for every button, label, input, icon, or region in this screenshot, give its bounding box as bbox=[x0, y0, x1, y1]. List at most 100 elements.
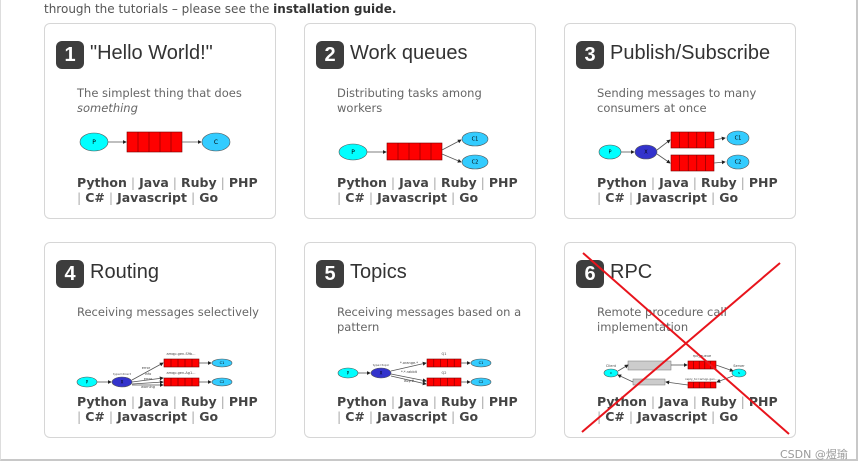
tutorial-link-go[interactable]: Go bbox=[719, 190, 739, 205]
link-separator: | bbox=[432, 175, 438, 190]
language-links: Python|Java|Ruby|PHP|C#|Javascript|Go bbox=[597, 394, 778, 424]
tutorial-link-csharp[interactable]: C# bbox=[345, 409, 365, 424]
tutorial-link-java[interactable]: Java bbox=[399, 175, 429, 190]
svg-text:C1: C1 bbox=[472, 137, 479, 143]
tutorial-description: The simplest thing that does something bbox=[77, 86, 267, 116]
tutorial-link-java[interactable]: Java bbox=[659, 394, 689, 409]
tutorial-link-ruby[interactable]: Ruby bbox=[701, 175, 737, 190]
link-separator: | bbox=[390, 394, 396, 409]
tutorial-link-python[interactable]: Python bbox=[597, 394, 647, 409]
tutorial-link-csharp[interactable]: C# bbox=[85, 409, 105, 424]
watermark: CSDN @煜瑜 bbox=[780, 448, 848, 461]
step-number-badge: 5 bbox=[316, 260, 344, 288]
link-separator: | bbox=[77, 409, 82, 424]
svg-text:C: C bbox=[610, 371, 612, 375]
tutorial-link-php[interactable]: PHP bbox=[228, 175, 258, 190]
step-number-badge: 4 bbox=[56, 260, 84, 288]
tutorial-link-javascript[interactable]: Javascript bbox=[377, 409, 447, 424]
tutorial-title[interactable]: Topics bbox=[350, 261, 407, 283]
link-separator: | bbox=[480, 394, 485, 409]
description-text: Distributing tasks among workers bbox=[337, 86, 482, 115]
tutorial-link-php[interactable]: PHP bbox=[488, 175, 518, 190]
tutorial-link-go[interactable]: Go bbox=[199, 190, 219, 205]
tutorial-link-ruby[interactable]: Ruby bbox=[181, 394, 217, 409]
tutorial-link-php[interactable]: PHP bbox=[748, 394, 778, 409]
tutorial-link-php[interactable]: PHP bbox=[488, 394, 518, 409]
tutorial-link-java[interactable]: Java bbox=[399, 394, 429, 409]
link-separator: | bbox=[650, 394, 656, 409]
link-separator: | bbox=[451, 190, 456, 205]
tutorial-link-javascript[interactable]: Javascript bbox=[637, 190, 707, 205]
tutorial-link-csharp[interactable]: C# bbox=[605, 409, 625, 424]
tutorial-title[interactable]: Publish/Subscribe bbox=[610, 42, 771, 64]
tutorial-link-javascript[interactable]: Javascript bbox=[377, 190, 447, 205]
tutorial-link-java[interactable]: Java bbox=[659, 175, 689, 190]
tutorial-title[interactable]: Routing bbox=[90, 261, 159, 283]
link-separator: | bbox=[451, 409, 456, 424]
link-separator: | bbox=[692, 394, 698, 409]
link-separator: | bbox=[628, 409, 634, 424]
tutorial-link-go[interactable]: Go bbox=[199, 409, 219, 424]
svg-text:*.orange.*: *.orange.* bbox=[400, 361, 418, 365]
tutorial-description: Receiving messages based on a pattern bbox=[337, 305, 527, 335]
tutorial-title[interactable]: Work queues bbox=[350, 42, 468, 64]
tutorial-link-python[interactable]: Python bbox=[337, 175, 387, 190]
link-separator: | bbox=[337, 409, 342, 424]
tutorial-link-go[interactable]: Go bbox=[459, 409, 479, 424]
tutorial-link-javascript[interactable]: Javascript bbox=[117, 190, 187, 205]
installation-guide-link[interactable]: installation guide. bbox=[273, 2, 397, 16]
svg-text:C1: C1 bbox=[735, 136, 742, 142]
link-separator: | bbox=[130, 175, 136, 190]
description-text: Receiving messages selectively bbox=[77, 305, 259, 319]
svg-text:Q2: Q2 bbox=[442, 371, 447, 375]
tutorial-link-python[interactable]: Python bbox=[77, 175, 127, 190]
svg-text:X: X bbox=[380, 370, 383, 375]
tutorial-link-php[interactable]: PHP bbox=[228, 394, 258, 409]
tutorial-link-csharp[interactable]: C# bbox=[85, 190, 105, 205]
tutorial-link-ruby[interactable]: Ruby bbox=[441, 175, 477, 190]
svg-text:lazy.#: lazy.# bbox=[404, 379, 415, 383]
svg-text:C2: C2 bbox=[735, 160, 742, 166]
tutorial-title[interactable]: RPC bbox=[610, 261, 653, 283]
tutorial-description: Distributing tasks among workers bbox=[337, 86, 527, 116]
tutorial-link-csharp[interactable]: C# bbox=[605, 190, 625, 205]
intro-sentence: through the tutorials – please see the bbox=[44, 2, 274, 16]
link-separator: | bbox=[432, 394, 438, 409]
svg-text:C1: C1 bbox=[479, 361, 484, 365]
tutorial-link-ruby[interactable]: Ruby bbox=[181, 175, 217, 190]
link-separator: | bbox=[628, 190, 634, 205]
link-separator: | bbox=[650, 175, 656, 190]
tutorial-link-ruby[interactable]: Ruby bbox=[441, 394, 477, 409]
tutorial-link-javascript[interactable]: Javascript bbox=[637, 409, 707, 424]
link-separator: | bbox=[368, 409, 374, 424]
tutorial-description: Sending messages to many consumers at on… bbox=[597, 86, 787, 116]
link-separator: | bbox=[597, 409, 602, 424]
tutorial-link-csharp[interactable]: C# bbox=[345, 190, 365, 205]
tutorial-link-go[interactable]: Go bbox=[459, 190, 479, 205]
svg-text:error: error bbox=[142, 366, 151, 370]
tutorial-link-java[interactable]: Java bbox=[139, 394, 169, 409]
tutorial-link-python[interactable]: Python bbox=[77, 394, 127, 409]
tutorial-link-go[interactable]: Go bbox=[719, 409, 739, 424]
svg-text:Q1: Q1 bbox=[442, 352, 447, 356]
tutorial-link-javascript[interactable]: Javascript bbox=[117, 409, 187, 424]
tutorial-link-php[interactable]: PHP bbox=[748, 175, 778, 190]
tutorial-title[interactable]: "Hello World!" bbox=[90, 42, 213, 64]
svg-text:C: C bbox=[214, 139, 218, 146]
tutorial-link-ruby[interactable]: Ruby bbox=[701, 394, 737, 409]
svg-text:C2: C2 bbox=[479, 380, 484, 384]
description-text: Receiving messages based on a pattern bbox=[337, 305, 522, 334]
step-number-badge: 3 bbox=[576, 41, 604, 69]
link-separator: | bbox=[597, 190, 602, 205]
svg-text:P: P bbox=[86, 379, 89, 384]
link-separator: | bbox=[740, 394, 745, 409]
tutorial-link-java[interactable]: Java bbox=[139, 175, 169, 190]
tutorial-link-python[interactable]: Python bbox=[337, 394, 387, 409]
tutorial-link-python[interactable]: Python bbox=[597, 175, 647, 190]
